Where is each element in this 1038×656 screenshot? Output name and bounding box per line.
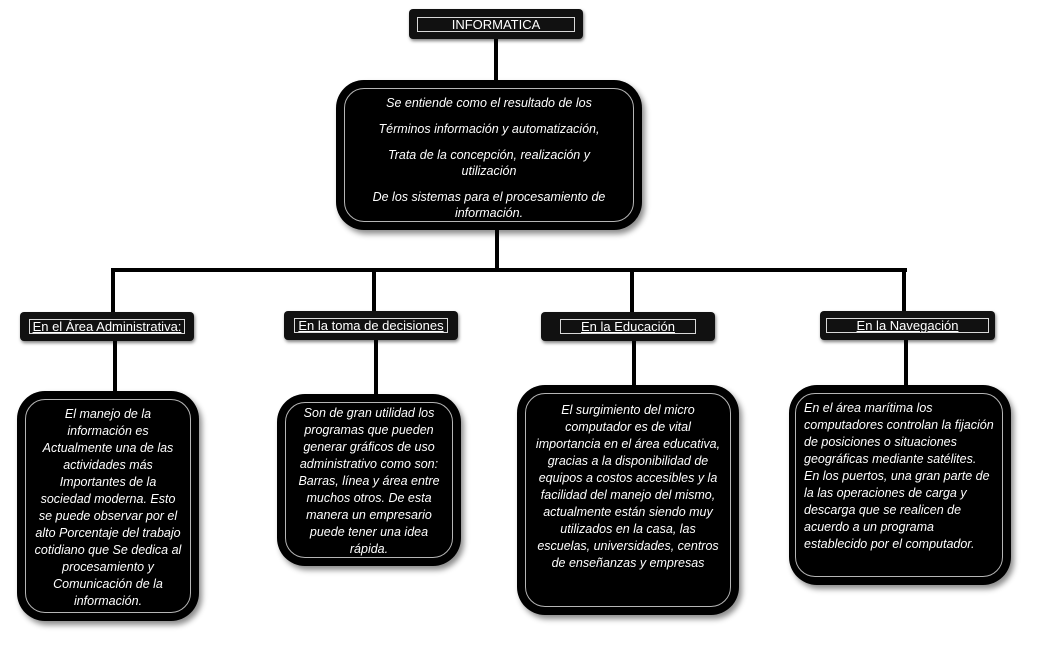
connector-label-card-4	[904, 340, 908, 386]
definition-line-4: De los sistemas para el procesamiento de…	[372, 190, 606, 220]
connector-label-card-1	[113, 340, 117, 392]
branch-card-educacion: El surgimiento del micro computador es d…	[517, 385, 739, 615]
connector-definition-trunk	[495, 228, 499, 272]
branch-label-educacion: En la Educación	[541, 312, 715, 341]
definition-line-1: Se entiende como el resultado de los	[386, 96, 592, 110]
branch-card-navegacion: En el área marítima los computadores con…	[789, 385, 1011, 585]
root-node: INFORMATICA	[409, 9, 583, 39]
connector-horizontal-bar	[112, 268, 907, 272]
definition-line-2: Términos información y automatización,	[378, 122, 600, 136]
branch-label-administrativa: En el Área Administrativa:	[20, 312, 194, 341]
branch-label-decisiones: En la toma de decisiones	[284, 311, 458, 340]
connector-bar-branch-4	[902, 268, 906, 314]
connector-bar-branch-1	[111, 268, 115, 314]
definition-text: Se entiende como el resultado de los Tér…	[344, 88, 634, 222]
branch-label-text: En la Educación	[560, 319, 696, 334]
branch-card-administrativa: El manejo de la información es Actualmen…	[17, 391, 199, 621]
root-title: INFORMATICA	[416, 16, 576, 32]
branch-label-text: En el Área Administrativa:	[28, 319, 186, 334]
definition-line-3: Trata de la concepción, realización y ut…	[388, 148, 590, 178]
connector-bar-branch-2	[372, 268, 376, 314]
branch-label-navegacion: En la Navegación	[820, 311, 995, 340]
branch-card-text: Son de gran utilidad los programas que p…	[285, 402, 453, 558]
branch-label-text: En la Navegación	[825, 318, 990, 333]
connector-bar-branch-3	[630, 268, 634, 314]
branch-card-text: El manejo de la información es Actualmen…	[25, 399, 191, 613]
connector-label-card-3	[632, 339, 636, 385]
connector-root-definition	[494, 38, 498, 82]
connector-label-card-2	[374, 338, 378, 396]
branch-card-text: El surgimiento del micro computador es d…	[525, 393, 731, 607]
definition-node: Se entiende como el resultado de los Tér…	[336, 80, 642, 230]
branch-card-decisiones: Son de gran utilidad los programas que p…	[277, 394, 461, 566]
branch-label-text: En la toma de decisiones	[294, 318, 448, 333]
branch-card-text: En el área marítima los computadores con…	[795, 393, 1003, 577]
